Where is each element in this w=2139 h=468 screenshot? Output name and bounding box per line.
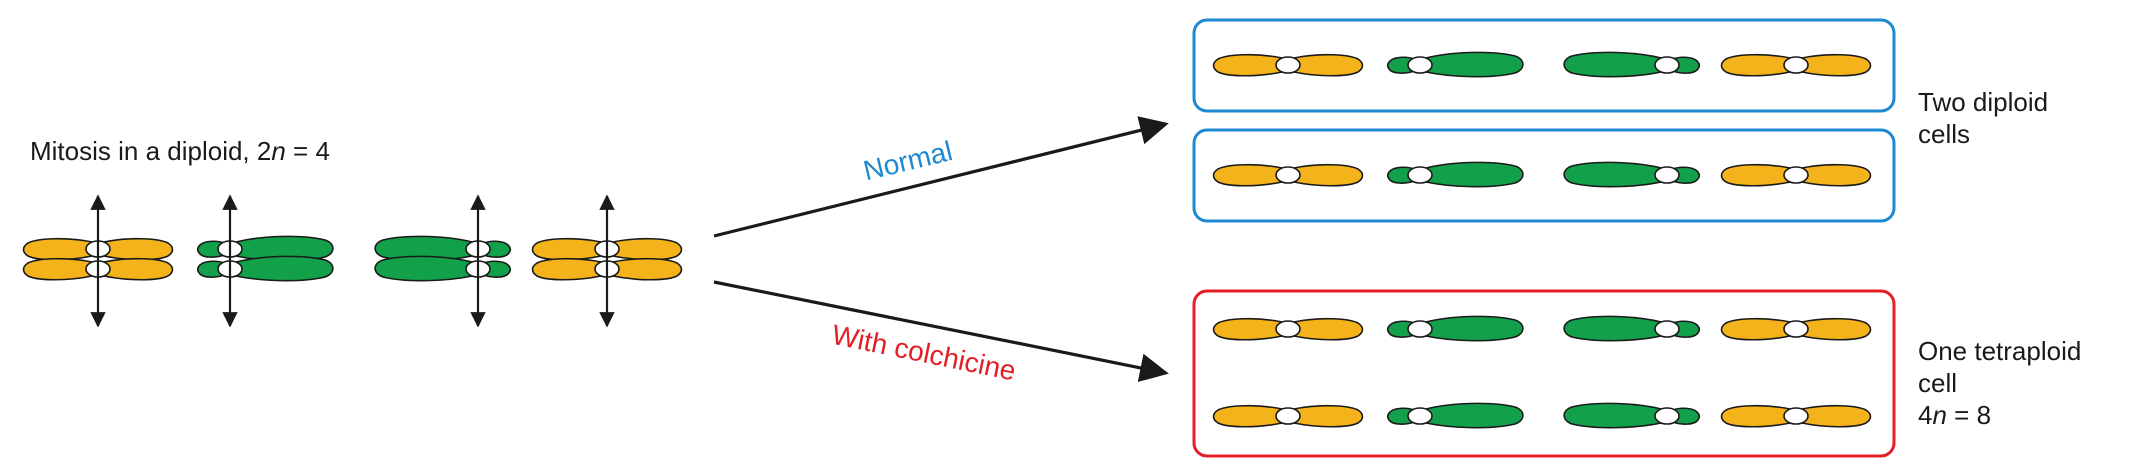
chromosome-yellow bbox=[1212, 317, 1364, 341]
chromosome-green bbox=[1563, 51, 1701, 78]
chromosome-green-1 bbox=[196, 235, 334, 282]
chromosome-green bbox=[1386, 161, 1524, 188]
tetraploid-cell-chromosomes bbox=[1212, 315, 1872, 429]
chromosome-yellow bbox=[1720, 404, 1872, 428]
left-chromosomes bbox=[22, 194, 683, 328]
chromosome-yellow bbox=[1212, 163, 1364, 187]
chromosome-yellow bbox=[1212, 404, 1364, 428]
colchicine-label: With colchicine bbox=[829, 319, 1018, 387]
diploid-cell-2-chromosomes bbox=[1212, 161, 1872, 188]
chromosome-yellow bbox=[1720, 317, 1872, 341]
diploid-cell-1 bbox=[1192, 18, 1896, 113]
diploid-cell-2 bbox=[1192, 128, 1896, 223]
chromosome-yellow bbox=[1720, 53, 1872, 77]
chromosome-green bbox=[1563, 161, 1701, 188]
colchicine-arrow bbox=[713, 280, 1169, 383]
one-tetraploid-label: One tetraploid cell 4n = 8 bbox=[1918, 336, 2089, 430]
chromosome-green bbox=[1386, 315, 1524, 342]
chromosome-yellow bbox=[1720, 163, 1872, 187]
chromosome-green bbox=[1563, 315, 1701, 342]
diploid-cell-1-chromosomes bbox=[1212, 51, 1872, 78]
chromosome-green bbox=[1386, 51, 1524, 78]
tetraploid-cell bbox=[1192, 289, 1896, 458]
chromosome-green-2 bbox=[374, 235, 512, 282]
left-title: Mitosis in a diploid, 2n = 4 bbox=[30, 136, 330, 166]
chromosome-yellow bbox=[1212, 53, 1364, 77]
normal-arrow bbox=[713, 116, 1169, 238]
chromosome-green bbox=[1386, 402, 1524, 429]
chromosome-green bbox=[1563, 402, 1701, 429]
two-diploid-label: Two diploid cells bbox=[1918, 87, 2055, 149]
